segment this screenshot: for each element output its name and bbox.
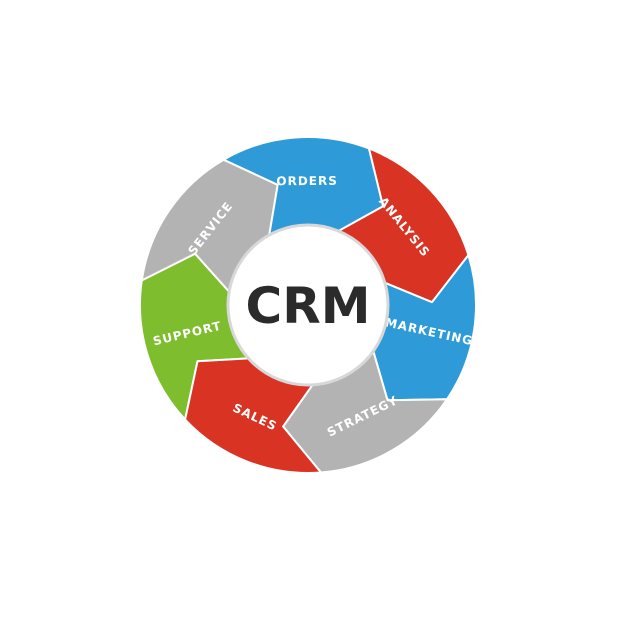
center-label: CRM: [246, 277, 371, 335]
center-circle: [226, 223, 390, 387]
segment-label-orders: ORDERS: [276, 174, 338, 188]
